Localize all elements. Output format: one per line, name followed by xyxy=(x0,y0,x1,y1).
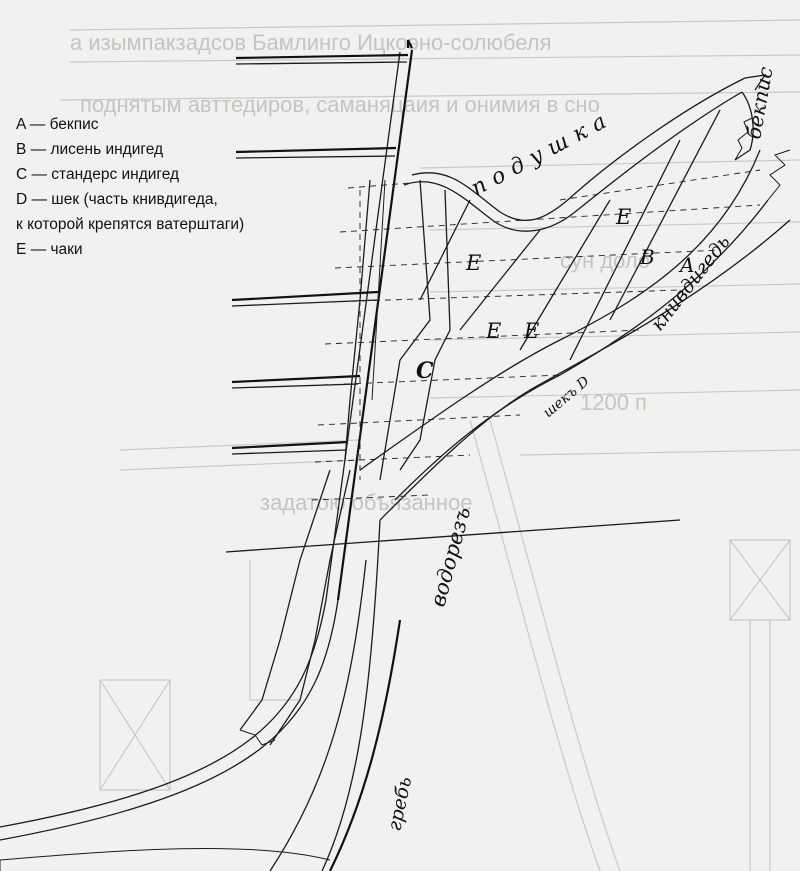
letter-B: B xyxy=(639,245,655,269)
part-letters: A B C Е Е Е Е xyxy=(416,205,694,384)
legend-item-d-cont: к которой крепятся ватерштаги) xyxy=(16,216,245,233)
letter-A: A xyxy=(678,253,694,277)
cheek-knee xyxy=(239,469,351,746)
label-greb: гребь xyxy=(383,775,416,833)
frame-dash-lines xyxy=(311,169,761,501)
legend-item-d: D — шек (часть книвдигеда, xyxy=(16,191,218,208)
legend-item-c: C — стандерс индигед xyxy=(16,166,180,183)
legend: A — бекпис B — лисень индигед C — станде… xyxy=(16,112,244,262)
svg-text:задатою объязанное: задатою объязанное xyxy=(260,490,472,515)
svg-text:сун доло: сун доло xyxy=(560,248,650,273)
letter-E-3: Е xyxy=(523,319,539,343)
legend-item-e: E — чаки xyxy=(16,241,83,258)
svg-text:1200 п: 1200 п xyxy=(580,390,647,415)
handwritten-labels: бекпис подушка книвдигедь шекъ D водорез… xyxy=(383,65,777,833)
letter-C: C xyxy=(416,358,434,384)
letter-E-4: Е xyxy=(615,205,631,229)
stem-post xyxy=(0,39,414,871)
label-vodorez: водорезъ xyxy=(426,504,476,609)
waterline xyxy=(225,519,681,553)
svg-text:поднятым авттедиров, саманяцаи: поднятым авттедиров, саманяцаия и онимия… xyxy=(80,92,600,117)
knee-of-head xyxy=(344,74,791,521)
letter-E-1: Е xyxy=(465,251,481,275)
label-podushka: подушка xyxy=(467,105,618,201)
letter-E-2: Е xyxy=(485,319,501,343)
legend-item-b: B — лисень индигед xyxy=(16,141,164,158)
legend-item-a: A — бекпис xyxy=(16,116,99,133)
svg-text:а изымпакзадсов Бамлинго Ицкоэ: а изымпакзадсов Бамлинго Ицкоэно-солюбел… xyxy=(70,30,552,55)
label-bekpis: бекпис xyxy=(741,65,777,141)
label-knyavdiged: книвдигедь xyxy=(647,231,735,335)
